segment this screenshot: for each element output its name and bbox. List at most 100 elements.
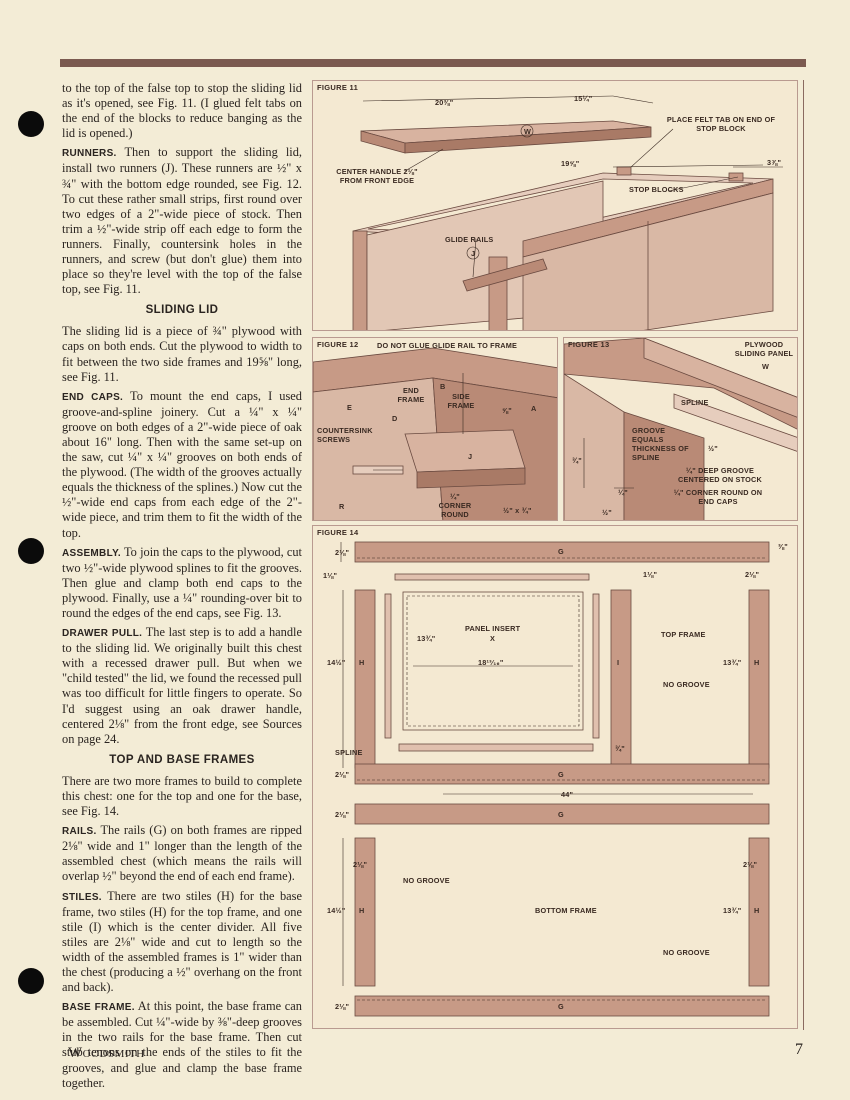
annotation: CENTER HANDLE 2⅛" FROM FRONT EDGE <box>336 167 418 185</box>
figure-label: FIGURE 13 <box>568 340 610 349</box>
paragraph-text: There are two stiles (H) for the base fr… <box>62 888 302 995</box>
paragraph-text: There are two more frames to build to co… <box>62 773 302 819</box>
figure-12: FIGURE 12 DO NOT GLUE GLIDE RAIL TO FRAM… <box>312 337 558 521</box>
figure-12-drawing <box>313 347 557 520</box>
part-callout: H <box>754 906 760 915</box>
dimension-label: 20⅜" <box>435 98 454 107</box>
annotation: STOP BLOCKS <box>629 185 684 194</box>
run-in-head: RUNNERS. <box>62 148 117 160</box>
paragraph: There are two more frames to build to co… <box>62 774 302 819</box>
paragraph: BASE FRAME. At this point, the base fram… <box>62 999 302 1091</box>
part-callout: I <box>617 658 620 667</box>
dimension-label: 14½" <box>327 658 346 667</box>
figure-13: FIGURE 13 PLYWOOD SLIDING PANEL W SPLINE… <box>563 337 798 521</box>
dimension-label: 1⅛" <box>323 571 338 580</box>
part-callout: H <box>359 658 365 667</box>
annotation: NO GROOVE <box>663 680 710 689</box>
dimension-label: 13¾" <box>723 906 742 915</box>
dimension-label: 2⅛" <box>335 548 350 557</box>
dimension-label: ⅜" <box>778 542 788 551</box>
magazine-name: Woodsmith <box>68 1045 145 1061</box>
part-callout: G <box>558 770 564 779</box>
dimension-label: 13¾" <box>723 658 742 667</box>
figure-11: FIGURE 11 20⅜" 15¼" 19⅝" 3⅞" W J CENTER … <box>312 80 798 331</box>
annotation: ¼" CORNER ROUND <box>438 492 472 519</box>
dimension-label: ¼" <box>618 488 628 497</box>
binder-hole-bottom <box>18 968 44 994</box>
annotation: TOP FRAME <box>661 630 706 639</box>
paragraph: to the top of the false top to stop the … <box>62 81 302 141</box>
part-callout: G <box>558 1002 564 1011</box>
figure-label: FIGURE 14 <box>317 528 359 537</box>
part-callout: H <box>359 906 365 915</box>
figure-13-drawing <box>564 338 797 520</box>
paragraph: DRAWER PULL. The last step is to add a h… <box>62 625 302 747</box>
header-bar <box>60 59 806 67</box>
part-callout: R <box>339 502 345 511</box>
dimension-label: 2⅛" <box>745 570 760 579</box>
dimension-label: ⅝" <box>502 406 512 415</box>
dimension-label: ½" x ¾" <box>503 506 532 515</box>
paragraph-text: to the top of the false top to stop the … <box>62 81 302 141</box>
dimension-label: ½" <box>602 508 612 517</box>
part-callout: E <box>347 403 353 412</box>
dimension-label: 14½" <box>327 906 346 915</box>
annotation: SPLINE <box>681 398 709 407</box>
annotation: PLYWOOD SLIDING PANEL <box>734 340 794 358</box>
part-callout: W <box>524 127 532 136</box>
annotation: GLIDE RAILS <box>445 235 494 244</box>
paragraph-text: At this point, the base frame can be ass… <box>62 999 302 1090</box>
dimension-label: 19⅝" <box>561 159 580 168</box>
run-in-head: DRAWER PULL. <box>62 628 143 640</box>
paragraph-text: Then to support the sliding lid, install… <box>62 145 302 297</box>
annotation: GROOVE EQUALS THICKNESS OF SPLINE <box>632 426 689 462</box>
part-callout: A <box>531 404 537 413</box>
dimension-label: 2⅛" <box>743 860 758 869</box>
article-text-column: to the top of the false top to stop the … <box>62 81 302 1095</box>
annotation: ¼" CORNER ROUND ON END CAPS <box>673 488 763 506</box>
dimension-label: ½" <box>708 444 718 453</box>
dimension-label: 18¹³⁄₁₆" <box>478 658 504 667</box>
paragraph-text: To join the caps to the plywood, cut two… <box>62 544 302 620</box>
run-in-head: RAILS. <box>62 826 97 838</box>
binder-hole-top <box>18 111 44 137</box>
paragraph: The sliding lid is a piece of ¾" plywood… <box>62 324 302 384</box>
part-callout: W <box>762 362 770 371</box>
paragraph: ASSEMBLY. To join the caps to the plywoo… <box>62 545 302 621</box>
dimension-label: 44" <box>561 790 574 799</box>
annotation: SIDE FRAME <box>447 392 475 410</box>
section-heading: TOP AND BASE FRAMES <box>109 753 255 766</box>
page-number: 7 <box>795 1041 803 1058</box>
dimension-label: 3⅞" <box>767 158 782 167</box>
annotation: SPLINE <box>335 748 363 757</box>
part-callout: B <box>440 382 446 391</box>
run-in-head: BASE FRAME. <box>62 1002 135 1014</box>
annotation: END FRAME <box>397 386 425 404</box>
dimension-label: 1⅛" <box>643 570 658 579</box>
paragraph-text: The last step is to add a handle to the … <box>62 625 302 746</box>
paragraph-text: The rails (G) on both frames are ripped … <box>62 823 302 884</box>
run-in-head: ASSEMBLY. <box>62 547 122 559</box>
dimension-label: 2⅛" <box>335 1002 350 1011</box>
paragraph-text: To mount the end caps, I used groove-and… <box>62 388 302 540</box>
paragraph: RAILS. The rails (G) on both frames are … <box>62 823 302 884</box>
dimension-label: 13¾" <box>417 634 436 643</box>
section-heading: SLIDING LID <box>145 304 219 317</box>
annotation: PLACE FELT TAB ON END OF STOP BLOCK <box>666 115 776 133</box>
paragraph: STILES. There are two stiles (H) for the… <box>62 889 302 996</box>
paragraph: END CAPS. To mount the end caps, I used … <box>62 389 302 541</box>
run-in-head: STILES. <box>62 891 102 903</box>
annotation: NO GROOVE <box>403 876 450 885</box>
dimension-label: 2⅛" <box>335 810 350 819</box>
part-callout: J <box>471 249 476 258</box>
annotation: NO GROOVE <box>663 948 710 957</box>
dimension-label: 2⅛" <box>353 860 368 869</box>
part-callout: G <box>558 810 564 819</box>
dimension-label: ¾" <box>572 456 582 465</box>
annotation: DO NOT GLUE GLIDE RAIL TO FRAME <box>377 341 518 350</box>
part-callout: G <box>558 547 564 556</box>
part-callout: J <box>468 452 473 461</box>
figure-label: FIGURE 12 <box>317 340 359 349</box>
binder-hole-middle <box>18 538 44 564</box>
annotation: COUNTERSINK SCREWS <box>317 426 373 444</box>
